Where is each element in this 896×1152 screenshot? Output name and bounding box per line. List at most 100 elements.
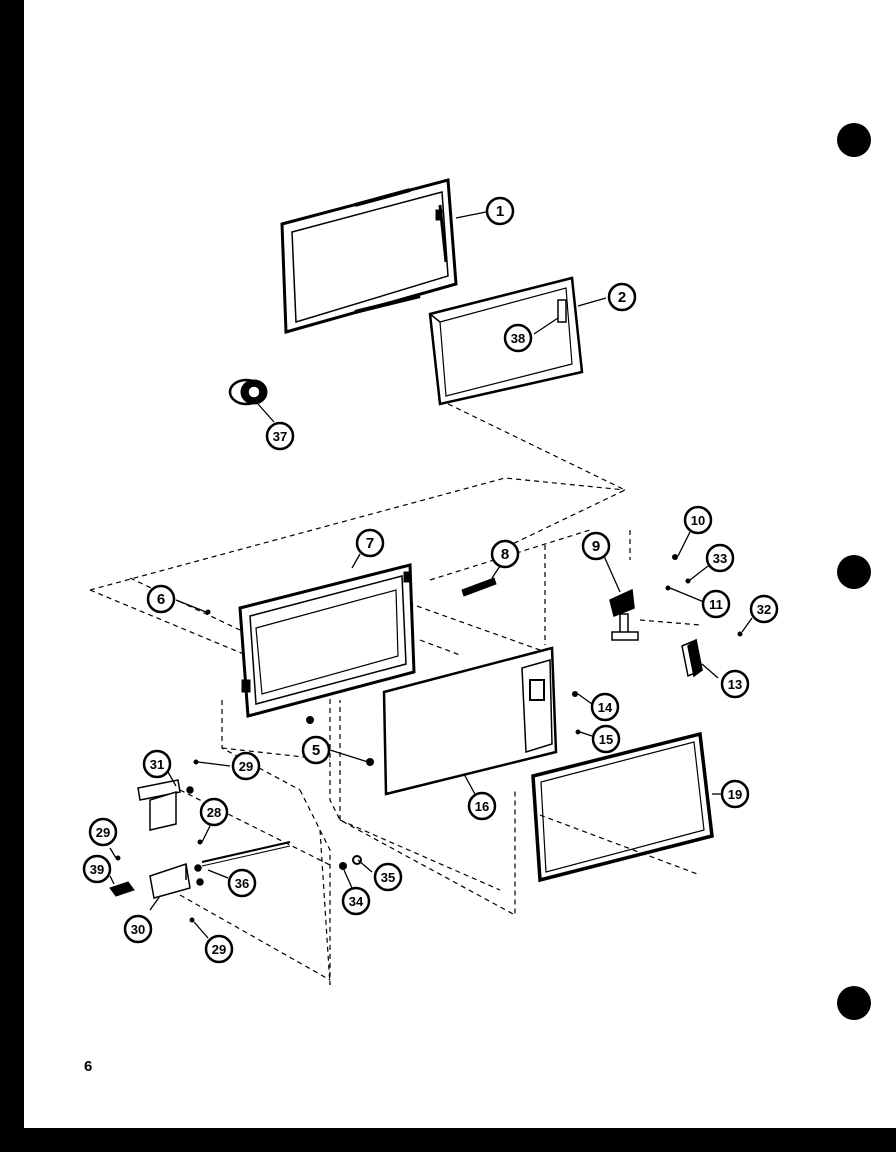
callout-29: 29: [204, 934, 234, 964]
part-15-screw: [575, 729, 581, 735]
callout-leaders: [109, 211, 753, 939]
binder-hole-middle: [837, 555, 871, 589]
callout-circle: [355, 528, 385, 558]
callout-circle: [581, 531, 611, 561]
callout-label: 9: [592, 538, 600, 555]
callout-29: 29: [88, 817, 118, 847]
callout-label: 34: [349, 894, 364, 909]
callout-circle: [591, 724, 621, 754]
callout-label: 2: [618, 289, 626, 306]
callout-label: 37: [273, 429, 287, 444]
callout-label: 38: [511, 331, 525, 346]
part-29-screw-c: [189, 917, 195, 923]
callout-31: 31: [142, 749, 172, 779]
callout-13: 13: [720, 669, 750, 699]
callout-label: 15: [599, 732, 613, 747]
callout-5: 5: [301, 735, 331, 765]
part-37-knob: [228, 378, 268, 406]
part-30-hinge: [149, 863, 204, 899]
callout-label: 35: [381, 870, 395, 885]
part-29-screw-a: [193, 759, 199, 765]
callout-label: 6: [157, 591, 165, 608]
callout-38: 38: [503, 323, 533, 353]
callout-33: 33: [705, 543, 735, 573]
part-11-pin: [665, 585, 671, 591]
callout-circle: [720, 669, 750, 699]
callout-circle: [503, 323, 533, 353]
binder-hole-top: [837, 123, 871, 157]
callout-14: 14: [590, 692, 620, 722]
binder-hole-bottom: [837, 986, 871, 1020]
callout-circle: [705, 543, 735, 573]
callout-label: 13: [728, 677, 742, 692]
callout-circle: [590, 692, 620, 722]
callout-circle: [607, 282, 637, 312]
callout-30: 30: [123, 914, 153, 944]
callout-circle: [485, 196, 515, 226]
part-36-rod: [201, 841, 291, 867]
part-1-front-frame: [280, 178, 458, 334]
callout-circle: [199, 797, 229, 827]
callout-label: 31: [150, 757, 164, 772]
callout-35: 35: [373, 862, 403, 892]
callout-19: 19: [720, 779, 750, 809]
callout-1: 1: [485, 196, 515, 226]
callout-circle: [227, 868, 257, 898]
callout-circle: [231, 751, 261, 781]
callout-label: 5: [312, 742, 320, 759]
callout-label: 1: [496, 203, 504, 220]
callout-39: 39: [82, 854, 112, 884]
part-14-nut: [572, 691, 578, 697]
page-number: 6: [84, 1058, 93, 1075]
callout-circle: [341, 886, 371, 916]
callout-11: 11: [701, 589, 731, 619]
callout-label: 16: [475, 799, 489, 814]
callout-label: 29: [96, 825, 110, 840]
callout-9: 9: [581, 531, 611, 561]
callout-label: 11: [709, 597, 723, 612]
part-6-screw: [205, 609, 211, 615]
part-16-inner-panel: [382, 646, 558, 796]
callout-label: 29: [239, 759, 253, 774]
part-33-washer: [685, 578, 691, 584]
part-5-plug-b: [366, 758, 374, 766]
callout-16: 16: [467, 791, 497, 821]
callout-circle: [749, 594, 779, 624]
callout-label: 36: [235, 876, 249, 891]
callout-circle: [123, 914, 153, 944]
callout-label: 7: [366, 535, 374, 552]
callout-circle: [490, 539, 520, 569]
callout-15: 15: [591, 724, 621, 754]
callout-circle: [683, 505, 713, 535]
callout-label: 39: [90, 862, 104, 877]
callout-7: 7: [355, 528, 385, 558]
callout-circle: [88, 817, 118, 847]
callout-8: 8: [490, 539, 520, 569]
callout-circle: [82, 854, 112, 884]
part-10-screw: [672, 554, 678, 560]
callout-2: 2: [607, 282, 637, 312]
part-34-nut: [339, 862, 347, 870]
callout-circle: [146, 584, 176, 614]
callout-28: 28: [199, 797, 229, 827]
callout-37: 37: [265, 421, 295, 451]
callout-label: 19: [728, 787, 742, 802]
part-7-door-frame: [238, 563, 416, 718]
callout-34: 34: [341, 886, 371, 916]
callout-36: 36: [227, 868, 257, 898]
callout-circle: [142, 749, 172, 779]
callout-29: 29: [231, 751, 261, 781]
callout-label: 30: [131, 922, 145, 937]
callout-circle: [301, 735, 331, 765]
part-28-screw: [197, 839, 203, 845]
callout-6: 6: [146, 584, 176, 614]
callout-label: 33: [713, 551, 727, 566]
callout-label: 8: [501, 546, 509, 563]
part-29-screw-b: [115, 855, 121, 861]
callout-circle: [265, 421, 295, 451]
callout-label: 32: [757, 602, 771, 617]
callout-label: 29: [212, 942, 226, 957]
callout-label: 14: [598, 700, 613, 715]
part-5-plug: [306, 716, 314, 724]
